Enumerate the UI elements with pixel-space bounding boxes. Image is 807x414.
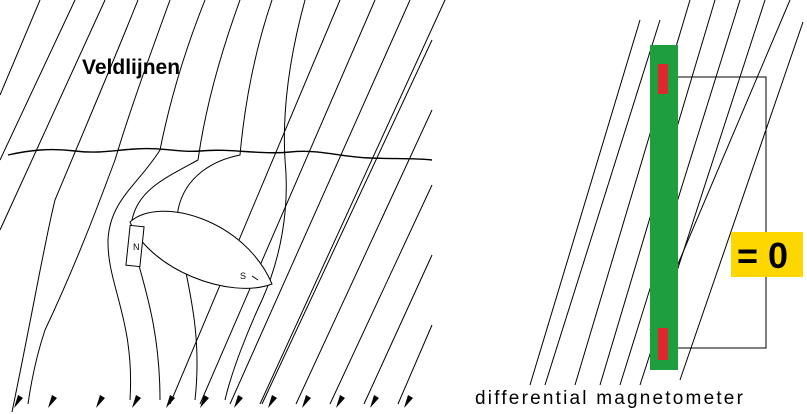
field-line <box>544 19 661 386</box>
result-label: = 0 <box>737 235 788 276</box>
buried-magnet <box>129 210 273 289</box>
field-lines-panel <box>0 0 446 413</box>
arrowhead <box>336 395 345 408</box>
arrowhead <box>96 395 105 408</box>
field-lines-distorted <box>11 0 306 413</box>
arrowhead <box>370 395 379 408</box>
arrowhead <box>268 395 277 408</box>
field-line <box>0 0 106 231</box>
field-line <box>229 0 411 405</box>
field-line <box>0 0 76 161</box>
field-line <box>169 0 341 405</box>
arrowhead <box>132 395 141 408</box>
field-line <box>199 0 376 405</box>
result-box <box>731 232 803 277</box>
field-lines-title: Veldlijnen <box>82 56 180 79</box>
magnet-north-label: N <box>133 242 140 252</box>
field-line <box>529 19 641 386</box>
south-pole-marker <box>251 275 259 281</box>
field-line <box>679 21 804 381</box>
arrowhead <box>404 395 413 408</box>
field-line <box>295 109 433 405</box>
arrowhead <box>234 395 243 408</box>
magnet-south-label: S <box>240 271 246 281</box>
field-line <box>619 0 741 386</box>
arrowhead <box>166 395 175 408</box>
field-line <box>259 0 446 405</box>
lower-sensor <box>658 328 668 360</box>
connection-wire <box>668 76 767 349</box>
field-line <box>0 0 41 96</box>
north-pole-block <box>125 224 145 268</box>
field-line-arrowheads <box>14 395 413 408</box>
sensor-bar <box>650 45 678 370</box>
ground-surface <box>7 147 433 161</box>
arrowhead <box>48 395 57 408</box>
magnetometer-panel <box>529 0 804 386</box>
field-line <box>261 39 433 405</box>
arrowhead <box>14 395 23 408</box>
field-line <box>397 324 433 405</box>
magnetometer-caption: differential magnetometer <box>475 388 745 409</box>
arrowhead <box>302 395 311 408</box>
arrowhead <box>200 395 209 408</box>
field-line <box>363 254 433 405</box>
field-line <box>329 184 433 405</box>
field-lines-straight <box>0 0 446 405</box>
upper-sensor <box>658 64 668 94</box>
